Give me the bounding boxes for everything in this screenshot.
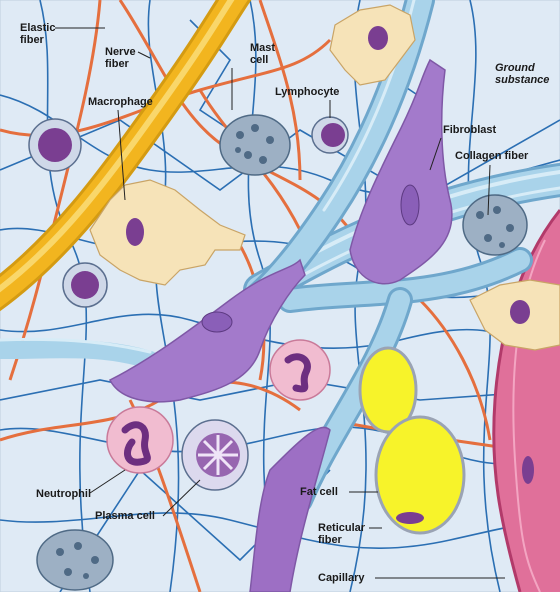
label-macrophage: Macrophage	[88, 96, 153, 108]
label-lymphocyte: Lymphocyte	[275, 86, 339, 98]
label-fibroblast: Fibroblast	[443, 124, 496, 136]
label-nerve-fiber: Nerve fiber	[105, 46, 136, 70]
label-fat-cell: Fat cell	[300, 486, 338, 498]
label-capillary: Capillary	[318, 572, 364, 584]
label-ground-substance: Ground substance	[495, 62, 549, 86]
label-mast-cell: Mast cell	[250, 42, 275, 66]
label-elastic-fiber: Elastic fiber	[20, 22, 55, 46]
label-collagen-fiber: Collagen fiber	[455, 150, 528, 162]
plasma-cell	[182, 420, 248, 490]
label-plasma-cell: Plasma cell	[95, 510, 155, 522]
label-reticular-fiber: Reticular fiber	[318, 522, 365, 546]
label-neutrophil: Neutrophil	[36, 488, 91, 500]
